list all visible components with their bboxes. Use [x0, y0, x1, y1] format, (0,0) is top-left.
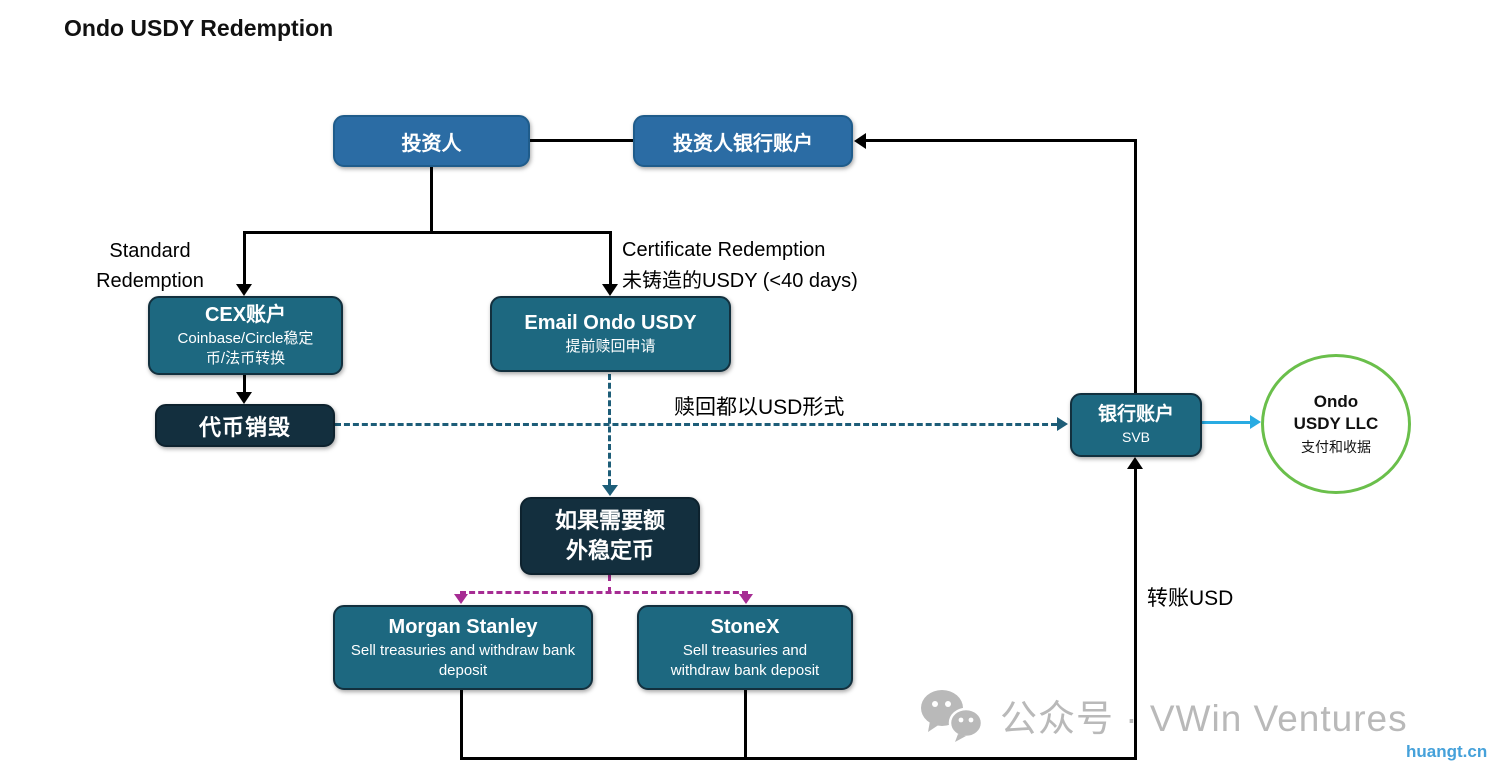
connector-bottom-horizontal: [460, 757, 1137, 760]
connector-branch-right: [609, 231, 612, 284]
site-label: huangt.cn: [1406, 742, 1488, 761]
connector-cex-tokenburn: [243, 375, 246, 393]
connector-investor-down: [430, 167, 433, 233]
node-morgan-stanley-subtitle: Sell treasuries and withdraw bank deposi…: [350, 641, 576, 679]
node-investor-label: 投资人: [401, 132, 462, 155]
connector-morgan-down: [460, 690, 463, 760]
node-token-burn: 代币销毁: [155, 404, 335, 447]
node-cex-account-title: CEX账户: [204, 303, 287, 326]
node-morgan-stanley: Morgan Stanley Sell treasuries and withd…: [333, 605, 593, 690]
connector-email-to-extra-arrowhead: [602, 485, 618, 496]
node-ondo-usdy-llc: Ondo USDY LLC 支付和收据: [1261, 354, 1411, 494]
label-transfer-usd: 转账USD: [1147, 587, 1234, 610]
connector-burn-to-bank-arrowhead: [1057, 417, 1068, 431]
connector-extra-morgan-arrowhead: [454, 594, 468, 604]
connector-branch-horizontal: [243, 231, 612, 234]
connector-investor-bankaccount: [530, 139, 633, 142]
node-email-ondo-usdy: Email Ondo USDY 提前赎回申请: [490, 296, 731, 372]
node-stonex-title: StoneX: [710, 615, 780, 638]
label-standard-redemption: Standard Redemption: [96, 240, 204, 292]
label-certificate-redemption: Certificate Redemption 未铸造的USDY (<40 day…: [622, 239, 858, 292]
node-bank-account-subtitle: SVB: [1121, 428, 1150, 445]
node-ondo-usdy-llc-subtitle: 支付和收据: [1301, 439, 1371, 455]
node-extra-stablecoin: 如果需要额外稳定币: [520, 497, 700, 575]
node-investor-bank-account-label: 投资人银行账户: [673, 132, 813, 155]
connector-bank-to-llc: [1202, 421, 1250, 424]
connector-bankaccount-up-arrowhead: [1127, 457, 1143, 469]
node-email-ondo-usdy-subtitle: 提前赎回申请: [565, 338, 656, 355]
node-investor: 投资人: [333, 115, 530, 167]
node-bank-account-title: 银行账户: [1097, 403, 1174, 425]
connector-branch-right-arrowhead: [602, 284, 618, 296]
connector-branch-left-arrowhead: [236, 284, 252, 296]
connector-extra-stonex-arrowhead: [739, 594, 753, 604]
connector-bank-to-llc-arrowhead: [1250, 415, 1261, 429]
page-title: Ondo USDY Redemption: [64, 15, 334, 41]
watermark: 公众号 · VWin Ventures: [918, 688, 1408, 742]
connector-transfer-usd-up: [1134, 469, 1137, 760]
node-ondo-usdy-llc-title: Ondo USDY LLC: [1293, 392, 1379, 433]
node-bank-account: 银行账户 SVB: [1070, 393, 1202, 457]
node-investor-bank-account: 投资人银行账户: [633, 115, 853, 167]
connector-burn-to-bank-dashed: [335, 423, 1057, 426]
connector-investorbank-arrowhead: [854, 133, 866, 149]
connector-bank-up-vertical: [1134, 141, 1137, 393]
watermark-text: 公众号 · VWin Ventures: [1000, 698, 1408, 739]
connector-email-to-extra-dashed: [608, 374, 611, 485]
connector-extra-split-dashed: [460, 591, 748, 594]
node-extra-stablecoin-label: 如果需要额外稳定币: [554, 508, 665, 563]
label-usd-redemption: 赎回都以USD形式: [674, 396, 845, 419]
connector-extra-down-dashed: [608, 575, 611, 593]
connector-bank-to-investorbank: [866, 139, 1137, 142]
node-email-ondo-usdy-title: Email Ondo USDY: [524, 312, 697, 334]
connector-stonex-down: [744, 690, 747, 760]
node-cex-account-subtitle: Coinbase/Circle稳定币/法币转换: [177, 329, 314, 367]
connector-branch-left: [243, 231, 246, 284]
node-cex-account: CEX账户 Coinbase/Circle稳定币/法币转换: [148, 296, 343, 375]
wechat-icon: [921, 690, 984, 742]
node-stonex-subtitle: Sell treasuries and withdraw bank deposi…: [670, 641, 820, 679]
node-stonex: StoneX Sell treasuries and withdraw bank…: [637, 605, 853, 690]
node-morgan-stanley-title: Morgan Stanley: [388, 615, 538, 638]
node-token-burn-label: 代币销毁: [198, 414, 291, 440]
connector-cex-tokenburn-arrowhead: [236, 392, 252, 404]
